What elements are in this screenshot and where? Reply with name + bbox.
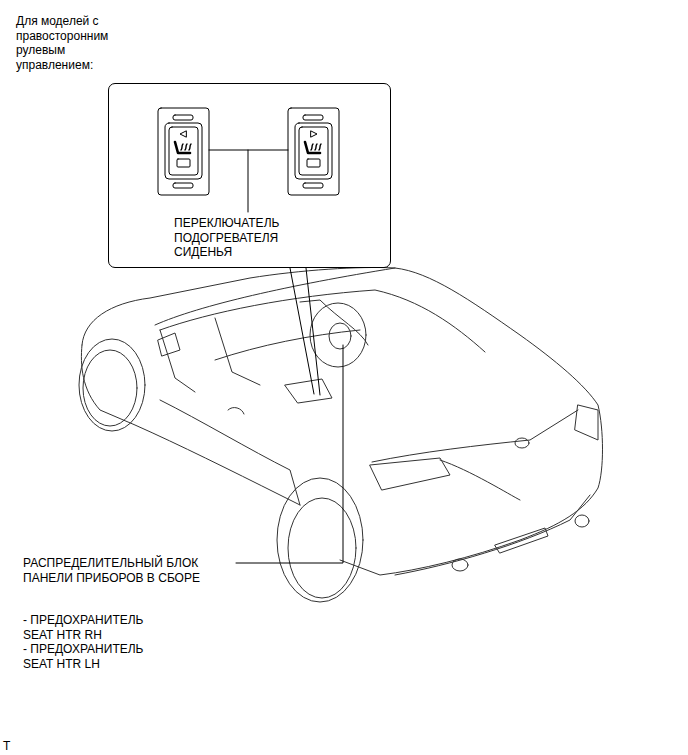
car-exhaust	[575, 515, 589, 527]
car-window	[160, 290, 485, 352]
car-illustration	[79, 267, 603, 602]
car-door	[160, 400, 300, 505]
car-body	[82, 267, 603, 575]
car-tail-light	[575, 405, 598, 440]
car-rear-wheel	[288, 498, 356, 598]
car-tail-light	[370, 458, 450, 490]
arrow-symbol	[180, 131, 186, 137]
page-mark: T	[3, 739, 23, 754]
indicator	[177, 159, 190, 167]
car-dash	[215, 330, 360, 360]
indicator	[307, 159, 320, 167]
car-trunk	[372, 410, 578, 462]
seat-symbol	[305, 142, 320, 153]
car-window	[160, 330, 195, 392]
switch-slot	[303, 115, 323, 120]
car-bumper	[395, 495, 590, 575]
steering-wheel	[310, 303, 366, 367]
note-heading: Для моделей с правосторонним рулевым упр…	[16, 14, 108, 72]
car-window	[215, 318, 260, 385]
part-label: ПЕРЕКЛЮЧАТЕЛЬ ПОДОГРЕВАТЕЛЯ СИДЕНЬЯ	[174, 216, 279, 260]
switch-button	[169, 127, 198, 175]
car-roof	[155, 268, 395, 325]
switch-button	[299, 127, 328, 175]
fuse-label: - ПРЕДОХРАНИТЕЛЬ SEAT HTR LH	[23, 642, 173, 671]
leader-line	[290, 268, 314, 394]
car-front-wheel	[83, 350, 137, 426]
switch-button	[295, 123, 332, 179]
car-mirror	[158, 333, 180, 356]
seat-heater-switch	[288, 108, 339, 195]
car-logo	[515, 438, 529, 448]
switch-slot	[173, 183, 193, 188]
fuse-label: - ПРЕДОХРАНИТЕЛЬ SEAT HTR RH	[23, 613, 173, 642]
leader-line	[306, 268, 320, 395]
car-exhaust	[452, 559, 468, 571]
switch-button	[165, 123, 202, 179]
leader-line	[236, 345, 343, 563]
part-label: РАСПРЕДЕЛИТЕЛЬНЫЙ БЛОК ПАНЕЛИ ПРИБОРОВ В…	[23, 556, 228, 585]
leader-line	[248, 150, 249, 212]
inset-box: Для моделей с правосторонним рулевым упр…	[108, 83, 391, 268]
console	[285, 379, 332, 403]
car-trunk	[440, 460, 520, 500]
car-front-arch	[79, 339, 145, 431]
steering-wheel	[329, 323, 351, 349]
heat-symbol	[181, 144, 191, 150]
seat-heater-switch	[158, 108, 209, 195]
switch-body	[288, 108, 339, 195]
switch-slot	[303, 183, 323, 188]
switch-slot	[173, 115, 193, 120]
car-body	[81, 345, 300, 505]
leader-lines	[209, 150, 343, 563]
seat-symbol	[175, 142, 190, 153]
arrow-symbol	[311, 131, 317, 137]
car-rear-arch	[277, 478, 363, 602]
heat-symbol	[311, 144, 321, 150]
car-door-handle	[228, 407, 244, 414]
car-diffuser	[495, 528, 548, 553]
switch-body	[158, 108, 209, 195]
